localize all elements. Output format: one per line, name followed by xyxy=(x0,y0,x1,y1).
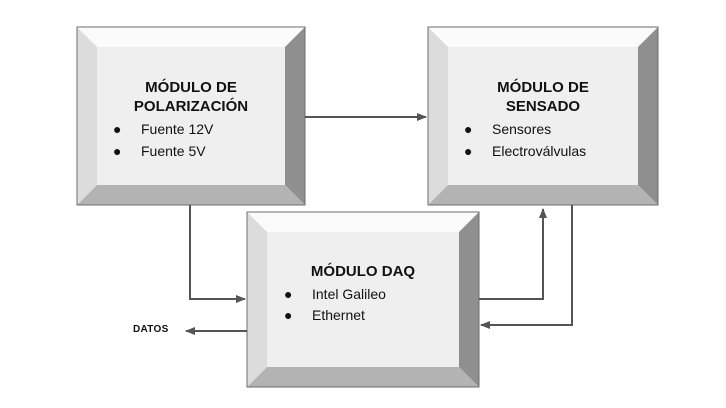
block-polarizacion xyxy=(76,26,306,206)
polarizacion-item-fuente-5v: Fuente 5V xyxy=(141,143,206,159)
block-face xyxy=(97,47,285,185)
block-outline xyxy=(427,26,659,206)
block-face xyxy=(448,47,638,185)
bevel-top xyxy=(77,27,305,47)
bevel-top xyxy=(247,212,479,232)
bevel-right xyxy=(638,27,658,205)
bullet-icon: ● xyxy=(284,307,293,323)
bevel-bottom xyxy=(428,185,658,205)
block-face xyxy=(267,232,459,367)
block-sensado xyxy=(427,26,659,206)
arrow-sensado-to-daq xyxy=(480,205,573,329)
bevel-top xyxy=(428,27,658,47)
datos-label: DATOS xyxy=(133,324,169,335)
bevel-left xyxy=(247,212,267,387)
sensado-title-line1: MÓDULO DE xyxy=(497,79,589,96)
polarizacion-title-line2: POLARIZACIÓN xyxy=(133,98,249,115)
daq-title: MÓDULO DAQ xyxy=(310,263,416,280)
polarizacion-item-fuente-12v: Fuente 12V xyxy=(141,121,214,137)
bevel-bottom xyxy=(247,367,479,387)
arrow-polarizacion-to-daq xyxy=(189,205,246,303)
bullet-icon: ● xyxy=(464,143,473,159)
sensado-title-line2: SENSADO xyxy=(505,98,581,115)
bevel-right xyxy=(285,27,305,205)
sensado-item-sensores: Sensores xyxy=(492,121,552,137)
bullet-icon: ● xyxy=(113,121,122,137)
sensado-item-electrovalvulas: Electroválvulas xyxy=(492,143,587,159)
bevel-right xyxy=(459,212,479,387)
daq-item-intel-galileo: Intel Galileo xyxy=(312,286,386,302)
bevel-left xyxy=(77,27,97,205)
bevel-bottom xyxy=(77,185,305,205)
block-daq xyxy=(246,211,480,388)
bullet-icon: ● xyxy=(284,286,293,302)
bevel-left xyxy=(428,27,448,205)
bullet-icon: ● xyxy=(464,121,473,137)
polarizacion-title-line1: MÓDULO DE xyxy=(145,79,237,96)
bullet-icon: ● xyxy=(113,143,122,159)
arrow-daq-to-sensado xyxy=(479,208,547,300)
daq-item-ethernet: Ethernet xyxy=(312,307,365,323)
